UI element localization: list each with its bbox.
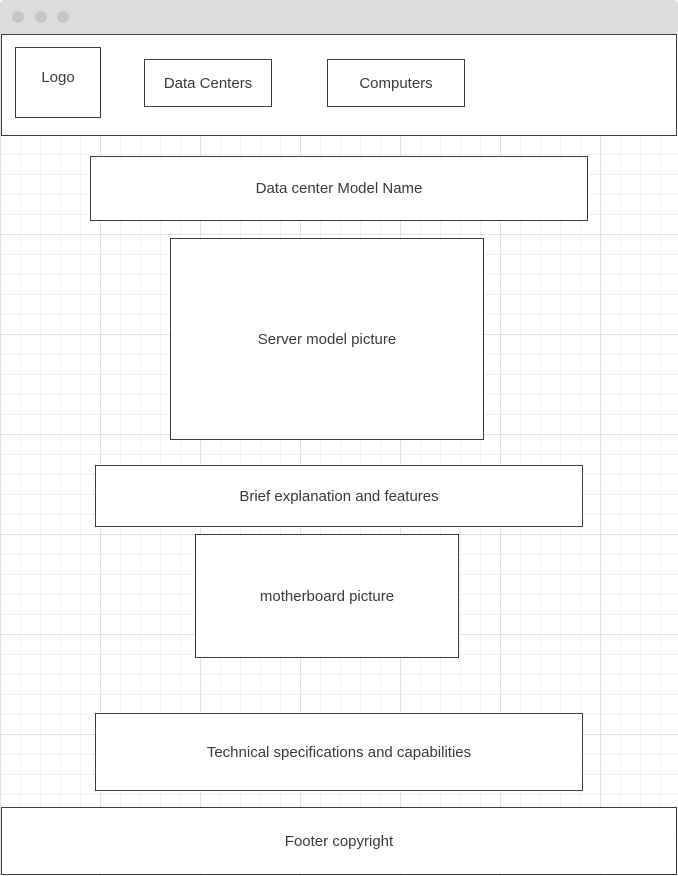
window-titlebar	[0, 0, 678, 34]
logo[interactable]: Logo	[15, 47, 101, 118]
window-close-icon[interactable]	[12, 11, 24, 23]
model-name-label: Data center Model Name	[255, 180, 423, 197]
nav-computers-label: Computers	[359, 74, 433, 92]
server-picture-label: Server model picture	[257, 330, 397, 348]
footer: Footer copyright	[1, 807, 677, 875]
motherboard-picture-placeholder: motherboard picture	[195, 534, 459, 658]
tech-specs-block: Technical specifications and capabilitie…	[95, 713, 583, 791]
window-minimize-icon[interactable]	[35, 11, 47, 23]
nav-data-centers-label: Data Centers	[163, 74, 253, 92]
server-picture-placeholder: Server model picture	[170, 238, 484, 440]
logo-label: Logo	[41, 69, 75, 86]
motherboard-picture-label: motherboard picture	[259, 587, 395, 605]
nav-computers-button[interactable]: Computers	[327, 59, 465, 107]
tech-specs-label: Technical specifications and capabilitie…	[206, 743, 472, 761]
brief-explanation-block: Brief explanation and features	[95, 465, 583, 527]
window-maximize-icon[interactable]	[57, 11, 69, 23]
footer-copyright: Footer copyright	[284, 832, 394, 850]
brief-explanation-label: Brief explanation and features	[239, 487, 439, 505]
nav-data-centers-button[interactable]: Data Centers	[144, 59, 272, 107]
model-name-block: Data center Model Name	[90, 156, 588, 221]
